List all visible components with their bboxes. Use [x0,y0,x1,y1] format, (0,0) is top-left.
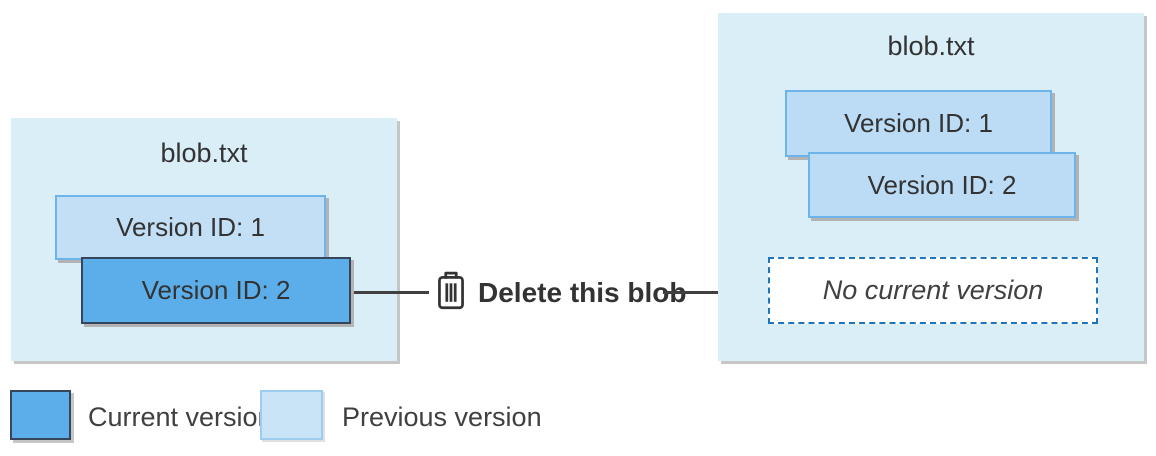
delete-action-label: Delete this blob [478,277,687,308]
blob-panel-before: blob.txt Version ID: 1 Version ID: 2 [11,118,397,361]
version-box-before-2-current: Version ID: 2 [81,257,351,324]
legend-label-previous: Previous version [342,402,542,432]
version-box-before-1: Version ID: 1 [55,195,326,260]
legend-swatch-previous [260,390,323,440]
trash-icon [433,270,469,317]
version-box-after-2: Version ID: 2 [808,152,1076,218]
version-label: Version ID: 1 [116,212,265,242]
legend-label-current: Current version [88,402,273,432]
legend-swatch-current [10,390,71,440]
connector-line-left [353,291,429,294]
version-label: Version ID: 1 [844,108,993,138]
version-box-after-1: Version ID: 1 [785,90,1052,157]
no-current-version-label: No current version [822,275,1044,305]
connector-line-right [663,291,756,294]
blob-panel-after: blob.txt Version ID: 1 Version ID: 2 No … [718,13,1144,361]
version-label: Version ID: 2 [867,169,1017,200]
blob-title-after: blob.txt [887,31,975,61]
version-label: Version ID: 2 [141,275,291,305]
blob-title-before: blob.txt [160,138,248,168]
no-current-version-box: No current version [768,257,1098,324]
